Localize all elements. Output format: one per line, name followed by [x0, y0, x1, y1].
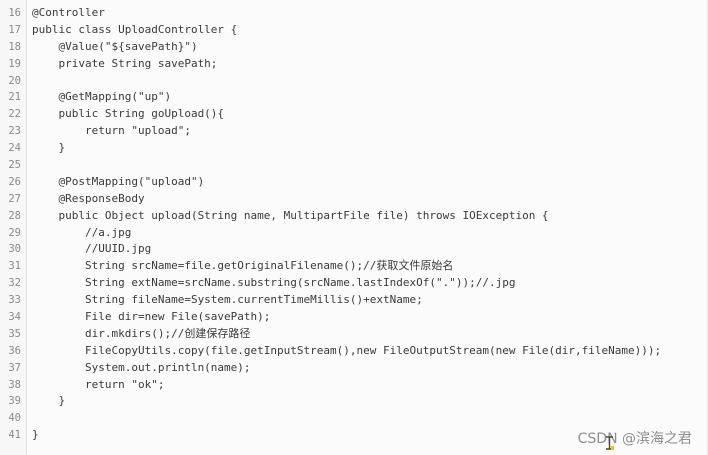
- code-text: @Controller: [32, 6, 105, 19]
- code-text: public String goUpload(){: [32, 107, 225, 121]
- code-text: return "ok";: [32, 377, 165, 391]
- line-number: 21: [8, 91, 21, 104]
- code-text: public Object upload(String name, Multip…: [32, 208, 549, 222]
- line-number: 37: [8, 361, 21, 374]
- code-line: 17 public class UploadController {: [0, 22, 708, 39]
- line-number: 41: [8, 429, 21, 442]
- line-number: 36: [8, 344, 21, 357]
- code-text: }: [32, 141, 66, 155]
- code-text: String srcName=file.getOriginalFilename(…: [32, 259, 454, 273]
- code-line: 29 //a.jpg: [0, 225, 708, 242]
- line-number: 22: [8, 108, 21, 121]
- line-number: 38: [8, 378, 21, 391]
- line-number: 17: [8, 23, 21, 36]
- code-text: }: [32, 428, 39, 442]
- line-number: 28: [8, 209, 21, 222]
- code-line: 23 return "upload";: [0, 123, 708, 140]
- code-text: //UUID.jpg: [32, 242, 152, 256]
- line-number: 16: [8, 7, 21, 19]
- code-text: //a.jpg: [32, 225, 132, 239]
- line-number: 26: [8, 175, 21, 188]
- code-text: System.out.println(name);: [32, 360, 251, 374]
- line-number: 27: [8, 192, 21, 205]
- line-number: 40: [8, 412, 21, 425]
- line-number: 24: [8, 142, 21, 155]
- code-line: 27 @ResponseBody: [0, 191, 708, 208]
- line-number: 23: [8, 125, 21, 138]
- code-line: 19 private String savePath;: [0, 56, 708, 73]
- code-line: 26 @PostMapping("upload"): [0, 174, 708, 191]
- code-text: public class UploadController {: [32, 22, 238, 36]
- code-text: FileCopyUtils.copy(file.getInputStream()…: [32, 343, 662, 357]
- line-number: 34: [8, 311, 21, 324]
- code-line: 16 @Controller: [0, 5, 708, 22]
- code-text: File dir=new File(savePath);: [32, 310, 271, 324]
- line-number: 35: [8, 327, 21, 340]
- code-line: 30 //UUID.jpg: [0, 241, 708, 258]
- code-text: String extName=srcName.substring(srcName…: [32, 276, 516, 290]
- csdn-watermark: CSDN @滨海之君: [577, 431, 692, 447]
- line-number: 20: [8, 74, 21, 87]
- code-line: 36 FileCopyUtils.copy(file.getInputStrea…: [0, 343, 708, 360]
- code-lines: 16 @Controller 17 public class UploadContro…: [0, 5, 708, 444]
- code-text: String fileName=System.currentTimeMillis…: [32, 293, 423, 307]
- code-text: return "upload";: [32, 124, 191, 138]
- text-cursor-icon: [606, 436, 614, 450]
- line-number: 18: [8, 40, 21, 53]
- code-line: 38 return "ok";: [0, 377, 708, 394]
- line-number: 32: [8, 277, 21, 290]
- code-line: 25: [0, 157, 708, 174]
- code-line: 35 dir.mkdirs();//创建保存路径: [0, 326, 708, 343]
- line-number: 19: [8, 57, 21, 70]
- code-line: 32 String extName=srcName.substring(srcN…: [0, 275, 708, 292]
- line-number: 33: [8, 294, 21, 307]
- code-text: }: [32, 394, 66, 408]
- code-text: @PostMapping("upload"): [32, 174, 205, 188]
- code-line: 33 String fileName=System.currentTimeMil…: [0, 292, 708, 309]
- line-number: 30: [8, 243, 21, 256]
- code-line: 34 File dir=new File(savePath);: [0, 309, 708, 326]
- code-text: @GetMapping("up"): [32, 90, 172, 104]
- code-line: 21 @GetMapping("up"): [0, 89, 708, 106]
- code-line: 22 public String goUpload(){: [0, 106, 708, 123]
- code-line: 28 public Object upload(String name, Mul…: [0, 208, 708, 225]
- code-text: dir.mkdirs();//创建保存路径: [32, 326, 251, 340]
- line-number: 39: [8, 395, 21, 408]
- code-line: 31 String srcName=file.getOriginalFilena…: [0, 258, 708, 275]
- line-number-gutter: [0, 0, 27, 455]
- code-text: @Value("${savePath}"): [32, 39, 198, 53]
- code-text: private String savePath;: [32, 56, 218, 70]
- code-text: @ResponseBody: [32, 191, 145, 205]
- code-line: 24 }: [0, 140, 708, 157]
- line-number: 31: [8, 260, 21, 273]
- code-line: 37 System.out.println(name);: [0, 360, 708, 377]
- line-number: 25: [8, 159, 21, 172]
- line-number: 29: [8, 226, 21, 239]
- code-line: 39 }: [0, 393, 708, 410]
- code-line: 41}: [0, 427, 708, 444]
- code-line: 20: [0, 73, 708, 90]
- code-line: 18 @Value("${savePath}"): [0, 39, 708, 56]
- code-line: 40: [0, 410, 708, 427]
